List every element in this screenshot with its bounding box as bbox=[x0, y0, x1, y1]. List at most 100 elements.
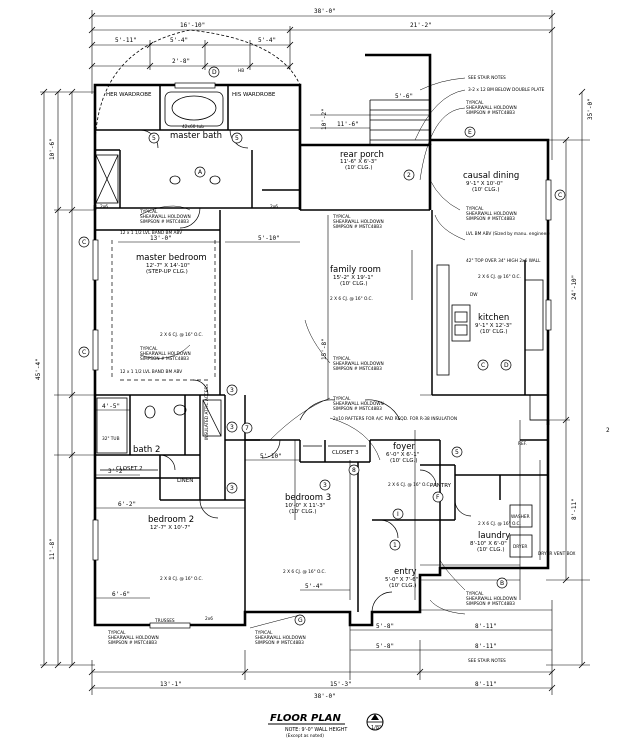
laundry-clg: (10' CLG.) bbox=[477, 547, 504, 553]
bedroom3-label: bedroom 3 bbox=[285, 493, 331, 503]
note-shearwall-title-2: TYPICAL bbox=[139, 346, 158, 352]
dim-top-f: 2'-8" bbox=[172, 58, 190, 65]
note-dryer-vent: DRYER VENT BOX bbox=[538, 551, 576, 557]
laundry-label: laundry bbox=[478, 531, 510, 541]
master-bedroom-clg: (STEP-UP CLG.) bbox=[146, 269, 188, 275]
dim-right-overall: 35'-0" bbox=[587, 98, 594, 120]
dim-top-c: 5'-11" bbox=[115, 37, 137, 44]
tag-5c: 5 bbox=[455, 449, 459, 456]
callout-tags bbox=[78, 66, 566, 626]
tag-7: 7 bbox=[245, 425, 249, 432]
note-hb: HB bbox=[238, 68, 244, 74]
bedroom2-label: bedroom 2 bbox=[148, 515, 194, 525]
note-shearwall-title-4: TYPICAL bbox=[332, 396, 351, 402]
door-swings bbox=[139, 129, 472, 613]
dim-bottom-d: 8'-11" bbox=[475, 643, 497, 650]
leader-lines bbox=[139, 77, 466, 629]
room-labels: HER WARDROBE HIS WARDROBE master bath re… bbox=[106, 92, 519, 589]
fixtures bbox=[94, 29, 533, 558]
structural-notes: TYPICAL SHEARWALL HOLDOWN SIMPSON # MSTC… bbox=[100, 68, 576, 664]
note-shearwall-title-1: TYPICAL bbox=[139, 209, 158, 215]
family-room-label: family room bbox=[330, 265, 381, 275]
note-truss: TRUSSES bbox=[154, 618, 175, 624]
note-shearwall-title-5: TYPICAL bbox=[332, 214, 351, 220]
family-room-dims: 15'-2" X 19'-1" bbox=[333, 275, 373, 281]
note-stud-2: 2 X 8 CJ. @ 16" O.C. bbox=[160, 576, 203, 582]
note-stud-3: 2 X 6 CJ. @ 16" O.C. bbox=[283, 569, 326, 575]
note-shearwall-2a: SHEARWALL HOLDOWN bbox=[140, 351, 191, 357]
note-shearwall-5b: SIMPSON # MSTC48B3 bbox=[333, 224, 382, 230]
tag-c-right: C bbox=[558, 192, 562, 199]
note-shearwall-8b: SIMPSON # MSTC48B3 bbox=[466, 601, 515, 607]
note-dryer: DRYER bbox=[513, 544, 527, 550]
rear-porch-dims: 11'-6" X 6'-3" bbox=[340, 159, 377, 165]
tag-i: I bbox=[397, 511, 399, 518]
dim-fam-c: 15'-8" bbox=[321, 338, 328, 360]
note-shearwall-3b: SIMPSON # MSTC48B3 bbox=[333, 366, 382, 372]
casual-dining-dims: 9'-1" X 10'-0" bbox=[466, 181, 503, 187]
tag-5a: 5 bbox=[152, 135, 156, 142]
note-shearwall-9a: SHEARWALL HOLDOWN bbox=[108, 635, 159, 641]
dim-bed3-b: 5'-4" bbox=[305, 583, 323, 590]
callout-tag-text: D E A C C C C D B G I 5 5 2 3 3 3 3 5 F … bbox=[82, 69, 562, 624]
dim-right-b: 8'-11" bbox=[571, 498, 578, 520]
dim-bottom-g: 8'-11" bbox=[475, 681, 497, 688]
dim-overall-top: 38'-0" bbox=[314, 8, 336, 15]
note-shearwall-9b: SIMPSON # MSTC48B3 bbox=[108, 640, 157, 646]
note-shearwall-1b: SIMPSON # MSTC48B3 bbox=[140, 219, 189, 225]
note-shearwall-8a: SHEARWALL HOLDOWN bbox=[466, 596, 517, 602]
note-washer: WASHER bbox=[511, 514, 530, 520]
kitchen-dims: 9'-1" X 12'-3" bbox=[475, 323, 512, 329]
note-ref: REF. bbox=[518, 441, 527, 447]
note-shearwall-title-9: TYPICAL bbox=[107, 630, 126, 636]
casual-dining-clg: (10' CLG.) bbox=[472, 187, 499, 193]
note-shearwall-10b: SIMPSON # MSTC48B3 bbox=[255, 640, 304, 646]
note-shearwall-title-10: TYPICAL bbox=[254, 630, 273, 636]
tag-3b: 3 bbox=[230, 424, 234, 431]
note-stud-1: 2 X 6 CJ. @ 16" O.C. bbox=[160, 332, 203, 338]
bedroom3-clg: (10' CLG.) bbox=[289, 509, 316, 515]
note-stud-5: 2 X 6 CJ. @ 16" O.C. bbox=[330, 296, 373, 302]
dimension-ticks bbox=[40, 12, 586, 692]
note-shearwall-title-3: TYPICAL bbox=[332, 356, 351, 362]
dim-bath-a: 4'-5" bbox=[102, 403, 120, 410]
foyer-label: foyer bbox=[393, 442, 415, 452]
note-beam: 3-2 x 12 BM BELOW DOUBLE PLATE bbox=[468, 87, 545, 93]
note-shearwall-5a: SHEARWALL HOLDOWN bbox=[333, 219, 384, 225]
tag-c-left-1: C bbox=[82, 239, 86, 246]
dim-bottom-a: 13'-1" bbox=[160, 681, 182, 688]
note-lvl-band-1: 12 x 1 1/2 LVL BAND BM ABV bbox=[120, 230, 182, 236]
entry-label: entry bbox=[394, 567, 416, 577]
title-heading: FLOOR PLAN bbox=[270, 713, 341, 724]
tag-f: F bbox=[436, 494, 440, 501]
tag-3d: 3 bbox=[323, 482, 327, 489]
dim-bed3-a: 5'-10" bbox=[260, 453, 282, 460]
tag-c-kitchen: C bbox=[481, 362, 485, 369]
master-bedroom-dims: 12'-7" X 14'-10" bbox=[146, 263, 190, 269]
master-bath-label: master bath bbox=[170, 131, 222, 141]
dim-top-b: 21'-2" bbox=[410, 22, 432, 29]
note-lvl-band-2: 12 x 1 1/2 LVL BAND BM ABV bbox=[120, 369, 182, 375]
dim-left-overall: 45'-4" bbox=[35, 358, 42, 380]
note-see-stair-2: SEE STAIR NOTES bbox=[468, 658, 506, 664]
note-shearwall-title-6: TYPICAL bbox=[465, 206, 484, 212]
note-shearwall-title-8: TYPICAL bbox=[465, 591, 484, 597]
tag-b: B bbox=[500, 580, 504, 587]
tag-d-kitchen: D bbox=[504, 362, 509, 369]
dim-top-e: 5'-4" bbox=[258, 37, 276, 44]
closet2-label: CLOSET 2 bbox=[116, 466, 143, 472]
note-shearwall-4a: SHEARWALL HOLDOWN bbox=[333, 401, 384, 407]
tag-5b: 5 bbox=[235, 135, 239, 142]
note-shearwall-2b: SIMPSON # MSTC48B3 bbox=[140, 356, 189, 362]
foyer-dims: 6'-0" X 6'-1" bbox=[386, 452, 419, 458]
beam-lines bbox=[111, 215, 433, 381]
dim-fam-b: 5'-10" bbox=[258, 235, 280, 242]
note-stud-4: 2 X 6 CJ. @ 16" O.C. bbox=[478, 274, 521, 280]
tag-g: G bbox=[298, 617, 303, 624]
dim-left-b: 11'-8" bbox=[49, 538, 56, 560]
tag-8: 8 bbox=[352, 467, 356, 474]
note-tub: 32" TUB bbox=[102, 436, 120, 442]
kitchen-label: kitchen bbox=[478, 313, 509, 323]
entry-clg: (10' CLG.) bbox=[389, 583, 416, 589]
dim-top-d: 5'-4" bbox=[170, 37, 188, 44]
